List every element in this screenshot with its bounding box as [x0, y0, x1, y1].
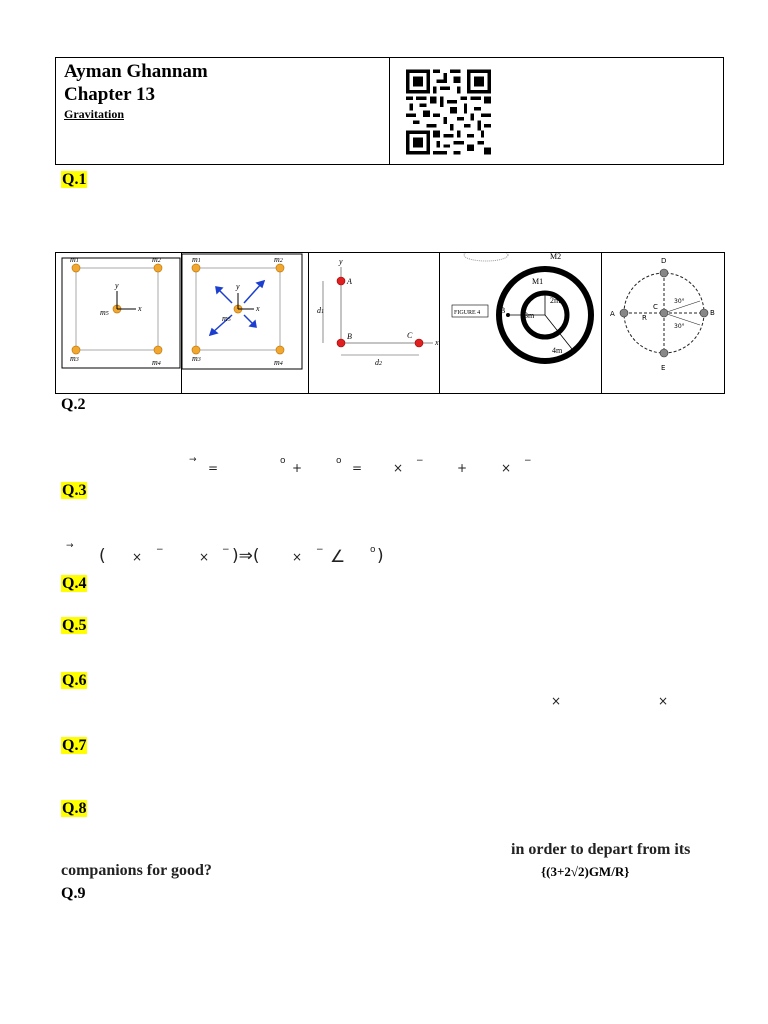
- header-table: Ayman Ghannam Chapter 13 Gravitation: [55, 57, 724, 165]
- q3-paren: ): [377, 546, 384, 566]
- svg-text:y: y: [114, 281, 119, 290]
- q3-implies: )⇒(: [232, 546, 260, 566]
- q8-text-line2: companions for good?: [61, 862, 212, 879]
- question-9-label: Q.9: [61, 885, 86, 902]
- svg-text:m1: m1: [70, 255, 79, 264]
- q3-minus: −: [316, 545, 324, 555]
- svg-text:3m: 3m: [524, 311, 535, 320]
- svg-text:y: y: [338, 257, 343, 266]
- svg-text:M2: M2: [550, 253, 561, 261]
- svg-text:M1: M1: [532, 277, 543, 286]
- q2-vector-arrow: →: [189, 455, 197, 465]
- question-4-label: Q.4: [61, 575, 88, 592]
- question-2-label: Q.2: [61, 396, 86, 413]
- q2-equals: =: [352, 461, 363, 475]
- q2-equals: =: [208, 461, 219, 475]
- q2-minus: −: [524, 456, 532, 466]
- svg-text:C: C: [407, 331, 413, 340]
- qr-code-icon: [406, 69, 491, 155]
- q3-degree: o: [370, 545, 376, 555]
- svg-text:x: x: [255, 304, 260, 313]
- q2-plus: +: [292, 461, 303, 475]
- q8-answer: {(3+2√2)GM/R}: [541, 864, 630, 879]
- q3-paren: (: [99, 546, 106, 566]
- q3-minus: −: [156, 545, 164, 555]
- q2-plus: +: [457, 461, 468, 475]
- question-1-label: Q.1: [61, 171, 88, 188]
- svg-text:m3: m3: [70, 354, 79, 363]
- svg-text:x: x: [434, 338, 439, 347]
- figure-circle-points: D A B C E R 30° 30°: [602, 253, 724, 393]
- q8-text-line1: in order to depart from its: [511, 841, 691, 858]
- svg-text:4m: 4m: [552, 346, 563, 355]
- svg-text:m5: m5: [222, 314, 231, 323]
- question-8-label: Q.8: [61, 800, 88, 817]
- q3-times: ×: [199, 550, 210, 564]
- svg-text:m5: m5: [100, 308, 109, 317]
- topic-title: Gravitation: [64, 107, 124, 121]
- chapter-title: Chapter 13: [64, 84, 155, 105]
- svg-text:x: x: [137, 304, 142, 313]
- q3-times: ×: [132, 550, 143, 564]
- svg-text:m3: m3: [192, 354, 201, 363]
- svg-text:E: E: [661, 364, 665, 372]
- svg-text:y: y: [235, 282, 240, 291]
- figure-concentric-shells: FIGURE 4 B 2m 3m 4m M2 M1: [440, 248, 602, 393]
- q2-times: ×: [501, 461, 512, 475]
- svg-text:R: R: [642, 314, 647, 322]
- q3-minus: −: [222, 545, 230, 555]
- q3-vector-arrow: →: [66, 541, 74, 551]
- q3-angle: ∠: [330, 547, 346, 567]
- q2-minus: −: [416, 456, 424, 466]
- q3-times: ×: [292, 550, 303, 564]
- q6-times: ×: [551, 694, 562, 708]
- question-6-label: Q.6: [61, 672, 88, 689]
- svg-text:m4: m4: [274, 358, 283, 367]
- q2-degree: o: [280, 456, 286, 466]
- svg-text:D: D: [661, 257, 666, 265]
- svg-text:m1: m1: [192, 255, 201, 264]
- svg-text:B: B: [347, 332, 352, 341]
- q6-times: ×: [658, 694, 669, 708]
- svg-text:B: B: [710, 309, 715, 317]
- svg-text:m2: m2: [274, 255, 283, 264]
- svg-text:FIGURE 4: FIGURE 4: [454, 310, 480, 316]
- question-5-label: Q.5: [61, 617, 88, 634]
- svg-text:m4: m4: [152, 358, 161, 367]
- svg-text:d1: d1: [317, 306, 324, 315]
- figure-square-masses: m1 m2 m3 m4 m5 x y: [56, 253, 182, 393]
- svg-text:m2: m2: [152, 255, 161, 264]
- svg-text:B: B: [500, 306, 505, 315]
- svg-text:A: A: [610, 310, 615, 318]
- svg-text:30°: 30°: [674, 298, 685, 305]
- svg-text:C: C: [653, 303, 658, 311]
- q2-times: ×: [393, 461, 404, 475]
- header-divider: [389, 58, 390, 164]
- svg-text:A: A: [346, 277, 352, 286]
- figure-three-particles: A B C x y d1 d2: [309, 253, 440, 393]
- q2-degree: o: [336, 456, 342, 466]
- author-name: Ayman Ghannam: [64, 61, 208, 82]
- question-7-label: Q.7: [61, 737, 88, 754]
- svg-text:2m: 2m: [550, 296, 561, 305]
- svg-text:30°: 30°: [674, 323, 685, 330]
- figure-square-forces: m1 m2 m3 m4 m5 x y: [181, 253, 309, 393]
- figure-strip: m1 m2 m3 m4 m5 x y m1 m2 m3 m4 m5 x y: [55, 248, 725, 394]
- question-3-label: Q.3: [61, 482, 88, 499]
- svg-text:d2: d2: [375, 358, 382, 367]
